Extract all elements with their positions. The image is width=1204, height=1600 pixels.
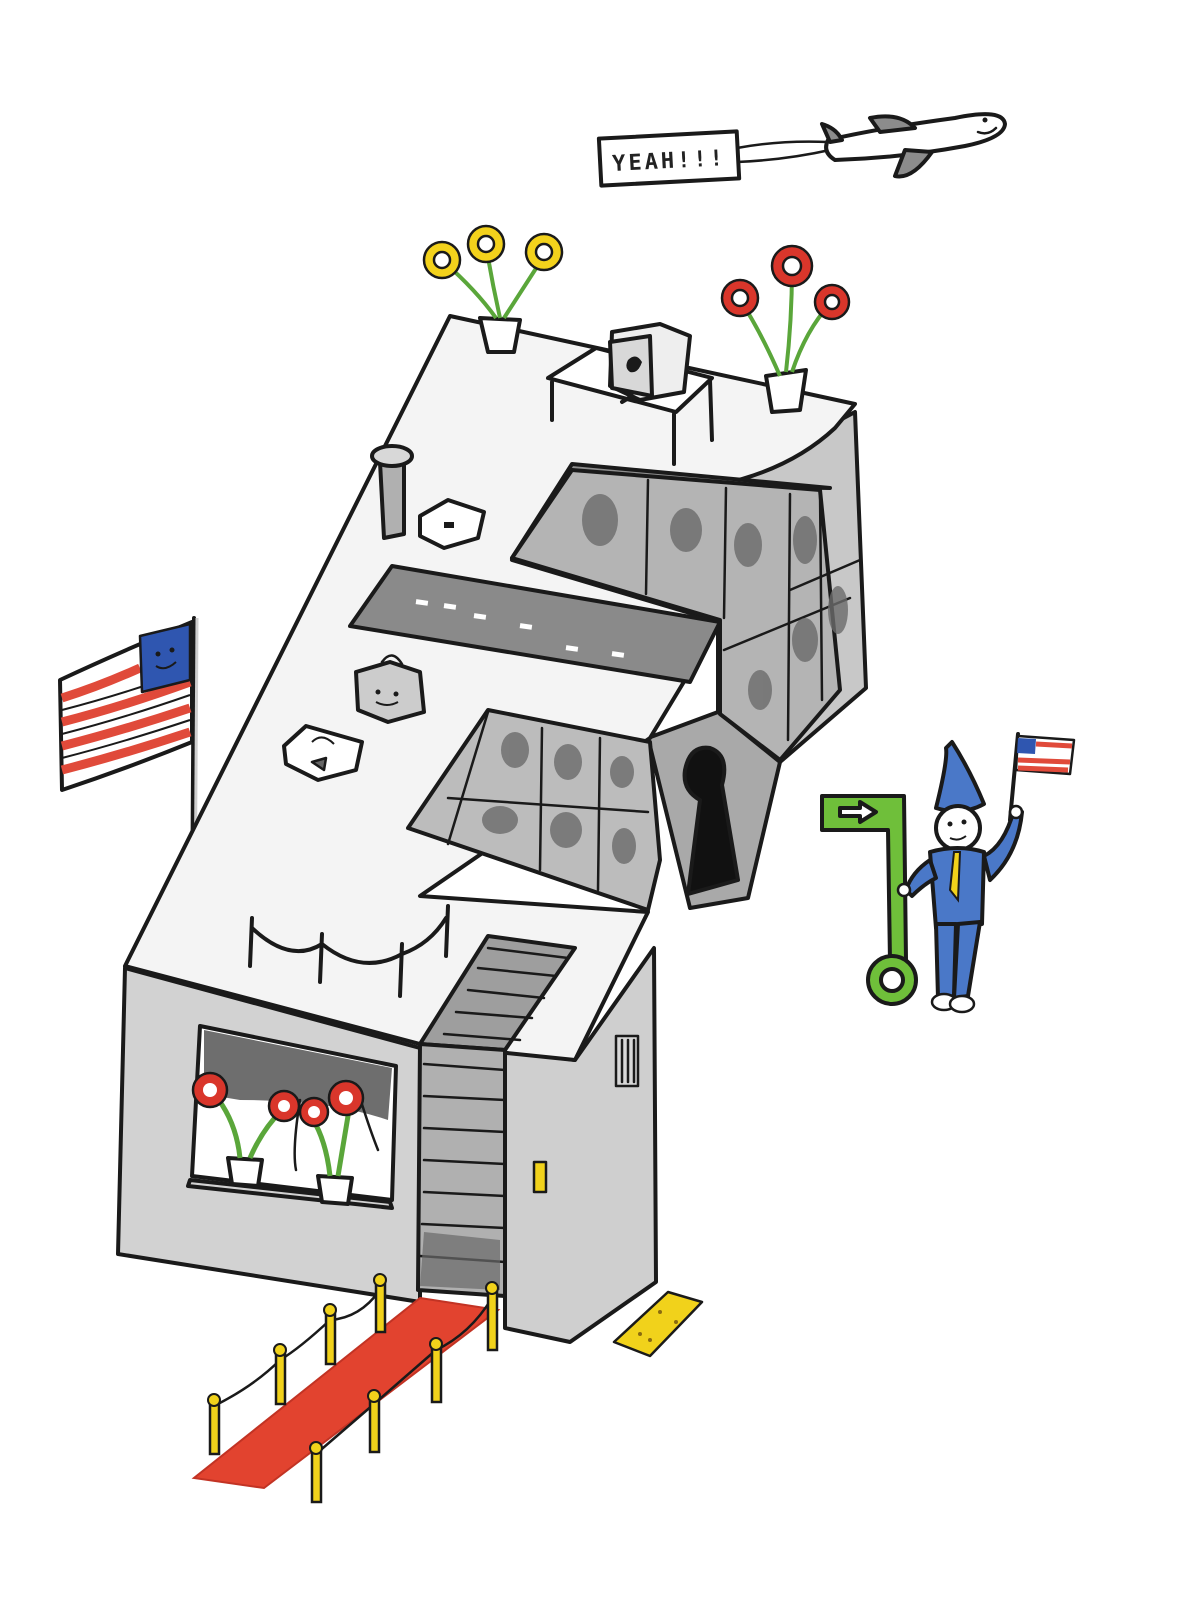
airplane-icon [820, 112, 1007, 179]
roof-runway [348, 564, 722, 684]
building [116, 224, 868, 1344]
window-flowers [191, 1071, 365, 1206]
key-icon [820, 794, 918, 1006]
roof-rope-barrier [248, 904, 450, 998]
red-flower-pot [720, 244, 851, 414]
yeah-banner-text: YEAH!!! [612, 146, 727, 177]
us-flag-icon [58, 616, 199, 930]
yeah-banner [596, 129, 742, 188]
red-carpet [191, 1273, 501, 1504]
vent [614, 1034, 640, 1088]
briefcase-1 [418, 498, 486, 550]
apple-monitor-icon [608, 322, 692, 404]
doormat [612, 1290, 704, 1358]
airplane-with-banner: YEAH!!! [596, 112, 1007, 188]
keyhole-icon [682, 745, 740, 896]
yellow-flower-pot [422, 224, 564, 354]
roof-window-middle [406, 708, 662, 912]
small-us-flag-icon [1008, 732, 1076, 822]
desk-with-monitor [546, 322, 714, 466]
gnome-with-key [820, 732, 1076, 1014]
carpet-stanchions [207, 1273, 499, 1504]
briefcase-3 [282, 724, 364, 782]
door-handle [532, 1160, 548, 1194]
chimney [370, 444, 414, 540]
staircase [416, 946, 570, 1298]
briefcase-2 [354, 654, 426, 724]
